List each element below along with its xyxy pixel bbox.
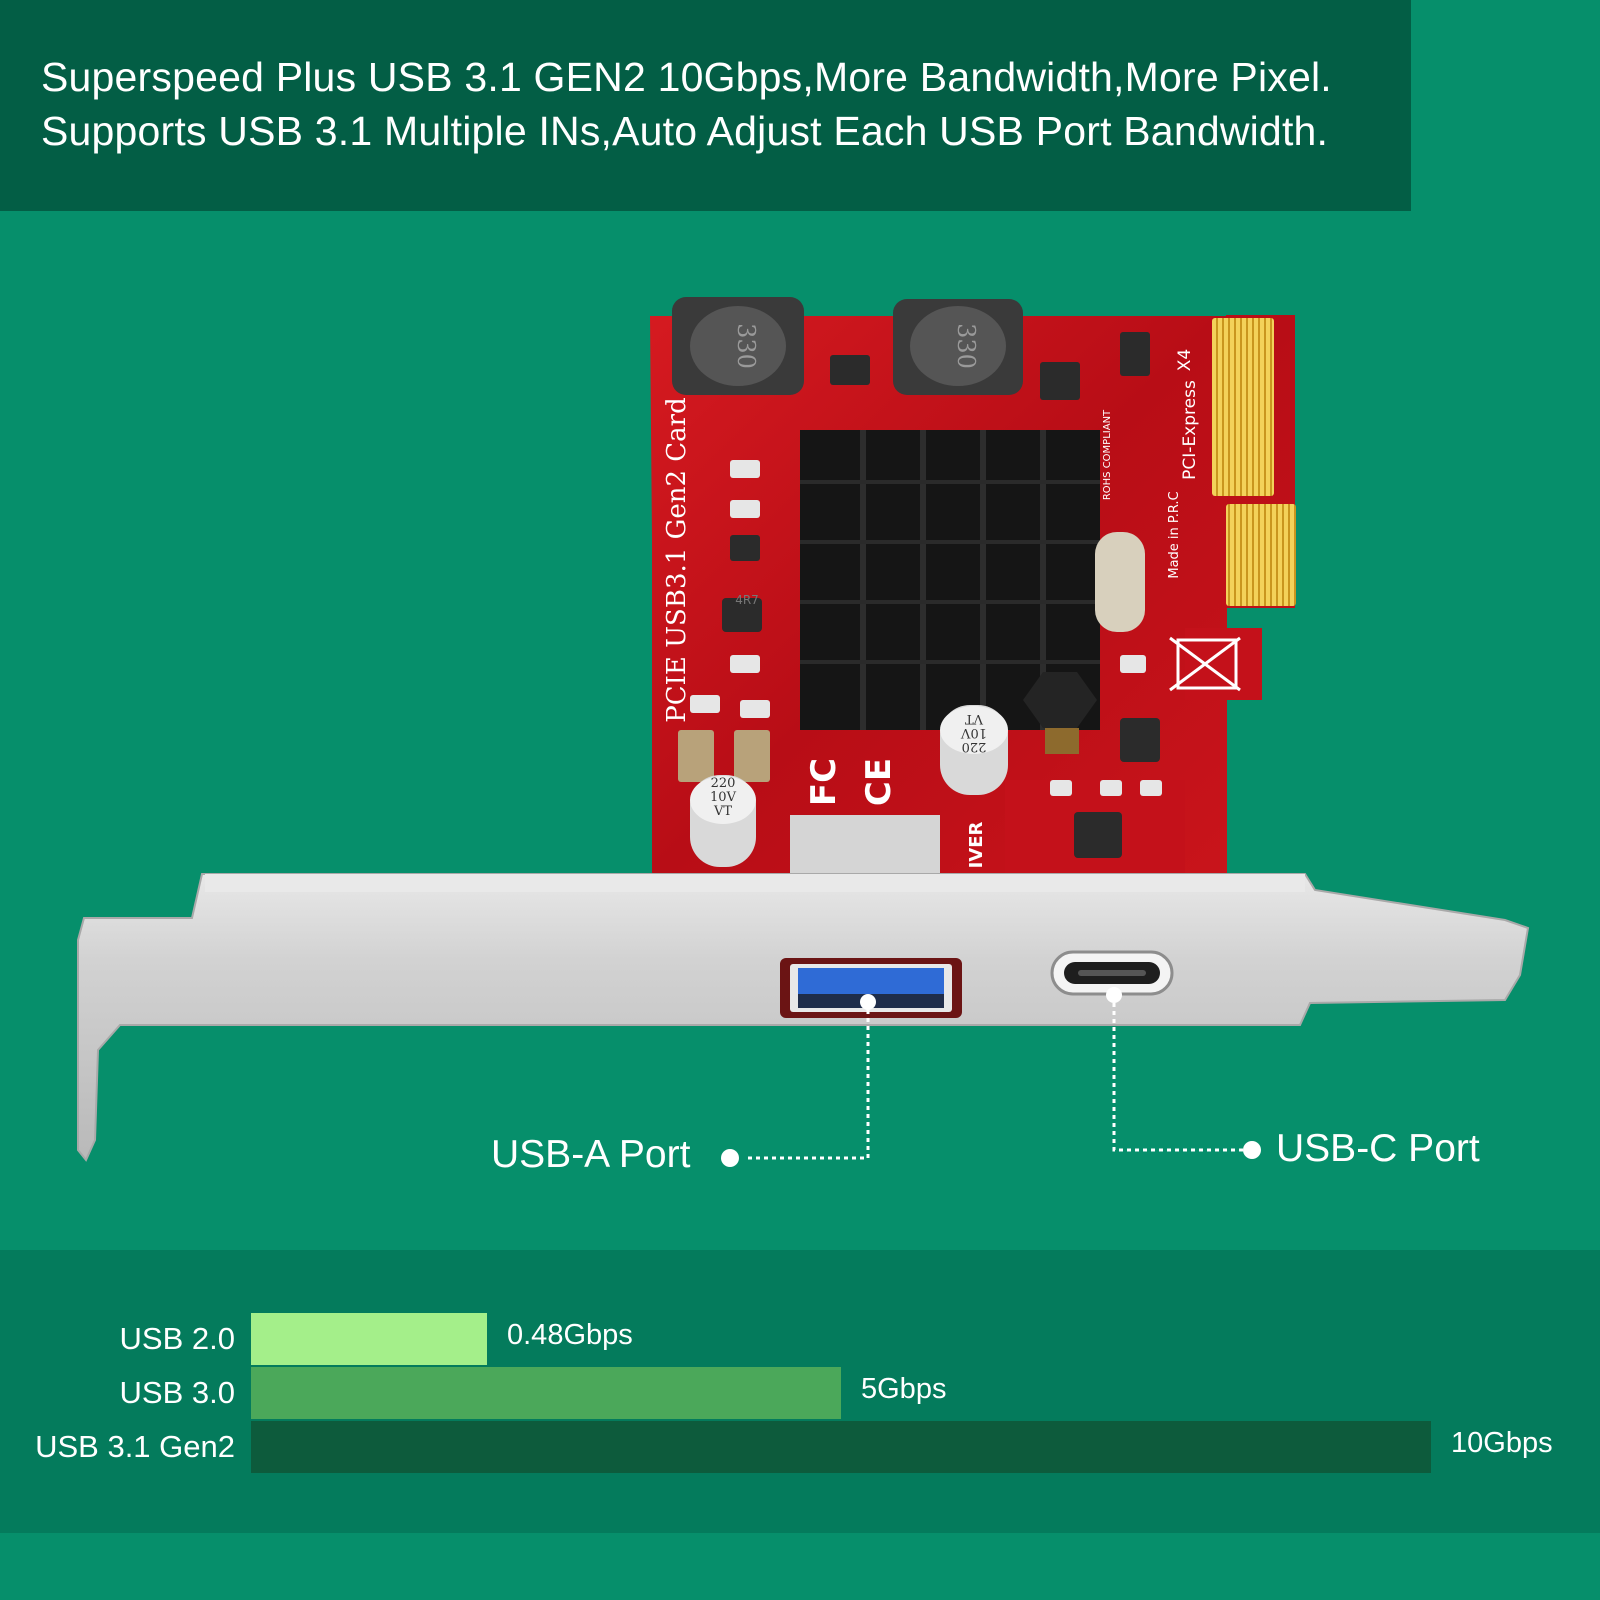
usb31-value: 10Gbps bbox=[1451, 1427, 1553, 1459]
usb-connector-housing bbox=[790, 815, 940, 875]
header-banner: Superspeed Plus USB 3.1 GEN2 10Gbps,More… bbox=[0, 0, 1411, 211]
usb-card-image: 330 330 bbox=[77, 297, 1530, 1167]
usb3-bar bbox=[251, 1367, 841, 1419]
capacitor-1: 220 10V VT bbox=[690, 775, 756, 867]
fcc-mark: FC bbox=[804, 758, 844, 806]
smd-pads bbox=[690, 460, 1162, 796]
pcie-label: PCI-Express bbox=[1180, 380, 1200, 480]
usb-c-port-label: USB-C Port bbox=[1276, 1127, 1480, 1170]
inductor-2: 330 bbox=[893, 299, 1023, 395]
usb-a-callout-dot bbox=[860, 994, 876, 1010]
inductor-1: 330 bbox=[672, 297, 804, 395]
power-coil-top bbox=[1023, 672, 1097, 728]
bandwidth-comparison: USB 2.0 0.48Gbps USB 3.0 5Gbps USB 3.1 G… bbox=[0, 1250, 1600, 1533]
usb-a-port bbox=[780, 958, 962, 1018]
usb2-value: 0.48Gbps bbox=[507, 1319, 633, 1351]
capacitor-1-label-2: 10V bbox=[710, 790, 737, 805]
usb-c-callout-dot bbox=[1106, 987, 1122, 1003]
lane-label: X4 bbox=[1175, 349, 1195, 371]
product-illustration: 330 330 bbox=[0, 280, 1600, 1200]
capacitor-2-label-3: VT bbox=[965, 711, 984, 726]
usb-a-port-label: USB-A Port bbox=[491, 1133, 691, 1176]
inductor-2-label: 330 bbox=[952, 323, 980, 369]
pcb-title-label: PCIE USB3.1 Gen2 Card bbox=[662, 397, 692, 723]
usb3-label: USB 3.0 bbox=[119, 1375, 235, 1410]
callout-lines bbox=[744, 995, 1250, 1160]
inductor-1-label: 330 bbox=[732, 323, 760, 369]
smd-components bbox=[722, 332, 1160, 858]
origin-label: Made in P.R.C bbox=[1167, 491, 1182, 578]
usb-c-label-dot bbox=[1243, 1141, 1261, 1159]
weee-icon bbox=[1169, 636, 1241, 692]
capacitor-1-label-3: VT bbox=[713, 804, 732, 819]
rohs-label: ROHS COMPLIANT bbox=[1102, 409, 1113, 500]
crystal-oscillator bbox=[1095, 532, 1145, 632]
usb31-label: USB 3.1 Gen2 bbox=[35, 1429, 235, 1464]
usb-a-label-dot bbox=[721, 1149, 739, 1167]
usb2-label: USB 2.0 bbox=[119, 1321, 235, 1356]
usb3-value: 5Gbps bbox=[861, 1373, 947, 1405]
capacitor-2-label-1: 220 bbox=[962, 739, 987, 754]
capacitor-2: 220 10V VT bbox=[940, 705, 1008, 795]
small-inductor-label: 4R7 bbox=[735, 593, 759, 607]
headline-line-2: Supports USB 3.1 Multiple INs,Auto Adjus… bbox=[41, 108, 1329, 154]
headline-line-1: Superspeed Plus USB 3.1 GEN2 10Gbps,More… bbox=[41, 54, 1332, 100]
pcie-contacts-lower bbox=[1226, 504, 1296, 606]
resistor-arrays bbox=[678, 730, 770, 782]
brand-fragment: IVER bbox=[966, 821, 987, 868]
comparison-row-usb2: USB 2.0 0.48Gbps bbox=[0, 1313, 1600, 1365]
usb2-bar bbox=[251, 1313, 487, 1365]
capacitor-1-label-1: 220 bbox=[711, 776, 736, 791]
pcie-contacts-upper bbox=[1212, 318, 1274, 496]
usb31-bar bbox=[251, 1421, 1431, 1473]
comparison-row-usb3: USB 3.0 5Gbps bbox=[0, 1367, 1600, 1419]
comparison-row-usb31: USB 3.1 Gen2 10Gbps bbox=[0, 1421, 1600, 1473]
capacitor-2-label-2: 10V bbox=[960, 725, 987, 740]
ce-mark: CE bbox=[859, 758, 899, 806]
power-coil-winding bbox=[1045, 728, 1079, 754]
